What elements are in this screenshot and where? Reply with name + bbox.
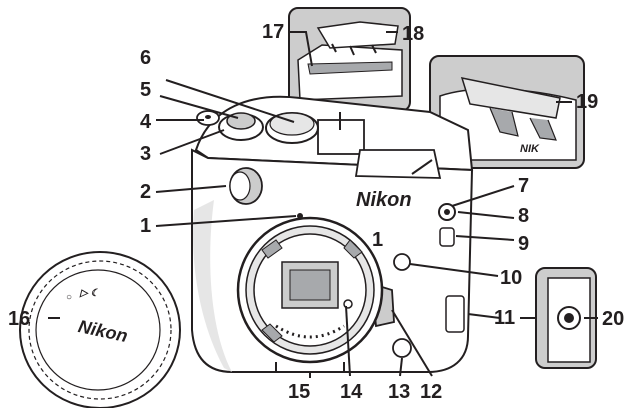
callout-8: 8: [518, 205, 529, 227]
callout-17: 17: [262, 21, 284, 43]
leader-lines: [48, 31, 598, 378]
callout-1: 1: [140, 215, 151, 237]
inset-accessory-shoe: [288, 7, 411, 112]
callout-14: 14: [340, 381, 363, 403]
callout-19: 19: [576, 91, 598, 113]
callout-3: 3: [140, 143, 151, 165]
callout-numbers: 1 2 3 4 5 6 7 8 9 10 11 12 13 14 15 16 1…: [8, 21, 624, 403]
callout-20: 20: [602, 308, 624, 330]
callout-9: 9: [518, 233, 529, 255]
callout-16: 16: [8, 308, 30, 330]
camera-body: Nikon 1: [191, 95, 474, 373]
body-cap: Nikon ○ ▷ ☾: [19, 251, 181, 408]
inset-tripod-socket: [535, 267, 597, 369]
body-brand-text: Nikon: [356, 189, 412, 211]
callout-4: 4: [140, 111, 152, 133]
callout-18: 18: [402, 23, 424, 45]
callout-13: 13: [388, 381, 410, 403]
cap-dot-mark: ○: [66, 292, 72, 303]
callout-11: 11: [494, 307, 515, 329]
callout-15: 15: [288, 381, 310, 403]
cap-lock-mark: ▷ ☾: [79, 288, 99, 299]
callout-5: 5: [140, 79, 151, 101]
callout-6: 6: [140, 47, 151, 69]
mount-index-text: 1: [372, 229, 383, 251]
svg-text:NIK: NIK: [520, 143, 540, 155]
callout-2: 2: [140, 181, 151, 203]
callout-12: 12: [420, 381, 442, 403]
callout-10: 10: [500, 267, 522, 289]
callout-7: 7: [518, 175, 529, 197]
